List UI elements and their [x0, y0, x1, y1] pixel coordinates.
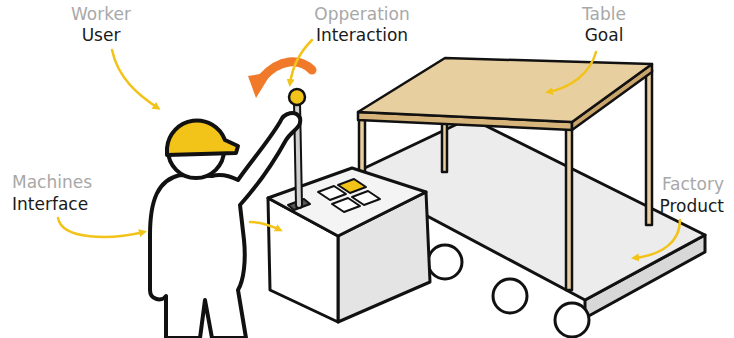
leader-arrows: [58, 40, 680, 258]
concept-label: Interface: [12, 194, 88, 214]
concept-label: Goal: [585, 25, 624, 45]
role-label: Table: [582, 4, 626, 24]
role-label: Worker: [71, 4, 131, 24]
role-label: Machines: [12, 172, 92, 192]
lever: [289, 89, 305, 205]
worker-figure: [150, 113, 300, 338]
concept-label: Product: [659, 196, 724, 216]
control-machine: [268, 168, 430, 322]
role-label: Factory: [662, 174, 724, 194]
concept-label: User: [82, 25, 121, 45]
concept-label: Interaction: [316, 25, 408, 45]
role-label: Opperation: [314, 4, 409, 24]
motion-arrow: [248, 62, 312, 98]
